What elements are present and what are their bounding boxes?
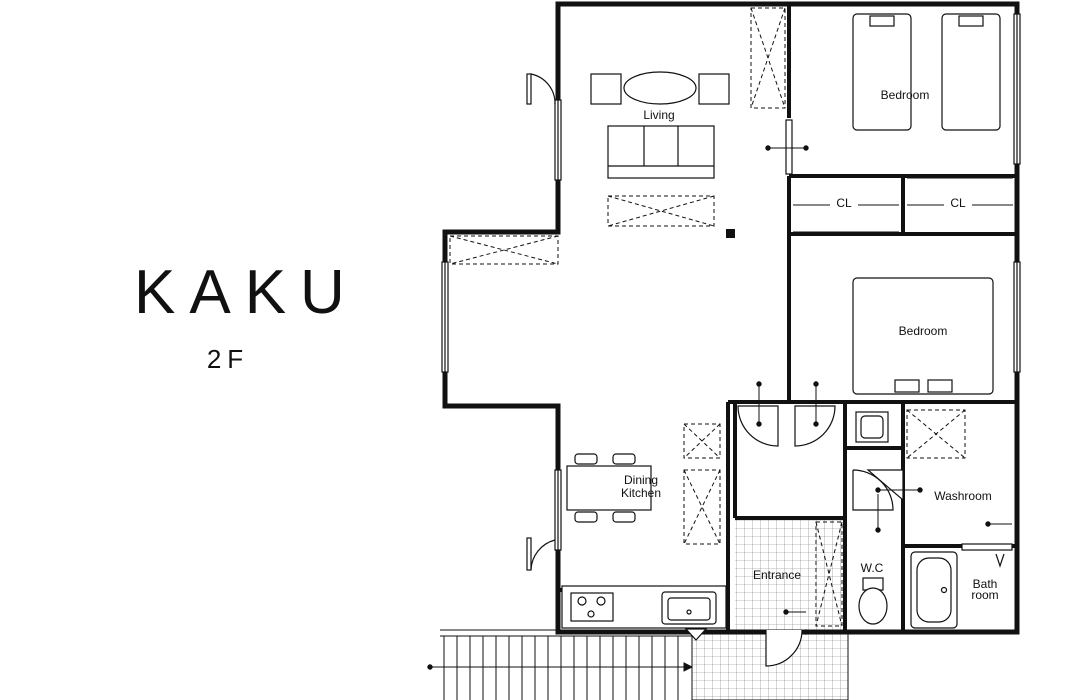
washroom-counter bbox=[961, 543, 1013, 568]
toilet-fixtures bbox=[855, 411, 889, 625]
label-living: Living bbox=[643, 108, 674, 122]
closet-rods bbox=[793, 177, 1013, 233]
bedroom-1-beds bbox=[852, 13, 1001, 131]
label-washroom: Washroom bbox=[934, 489, 992, 503]
exterior-walls bbox=[442, 1, 1020, 635]
label-bedroom-2: Bedroom bbox=[899, 324, 948, 338]
living-furniture bbox=[590, 71, 730, 179]
bathtub bbox=[910, 551, 958, 629]
doors bbox=[526, 73, 904, 667]
structural-column bbox=[726, 229, 735, 238]
title-block: KAKU 2F bbox=[120, 258, 359, 375]
balcony-deck bbox=[427, 629, 694, 700]
label-entrance: Entrance bbox=[753, 568, 801, 582]
kitchen-counter bbox=[561, 585, 727, 641]
label-closet-1: CL bbox=[836, 196, 852, 210]
electrical-markers bbox=[756, 145, 1012, 635]
room-labels: Living Bedroom CL CL Bedroom Dining Kitc… bbox=[621, 88, 999, 602]
bedroom-2-bed bbox=[852, 277, 994, 395]
label-dining: Dining bbox=[624, 473, 658, 487]
plan-title: KAKU bbox=[134, 258, 359, 327]
label-bath: Bath bbox=[973, 577, 998, 591]
windows bbox=[441, 13, 1021, 551]
label-bedroom-1: Bedroom bbox=[881, 88, 930, 102]
label-wc: W.C bbox=[861, 561, 884, 575]
floor-label: 2F bbox=[206, 344, 250, 374]
label-room: room bbox=[971, 588, 998, 602]
label-kitchen: Kitchen bbox=[621, 486, 661, 500]
label-closet-2: CL bbox=[950, 196, 966, 210]
entrance-floor bbox=[735, 518, 845, 630]
skylights bbox=[449, 7, 966, 627]
dining-set bbox=[566, 453, 652, 523]
